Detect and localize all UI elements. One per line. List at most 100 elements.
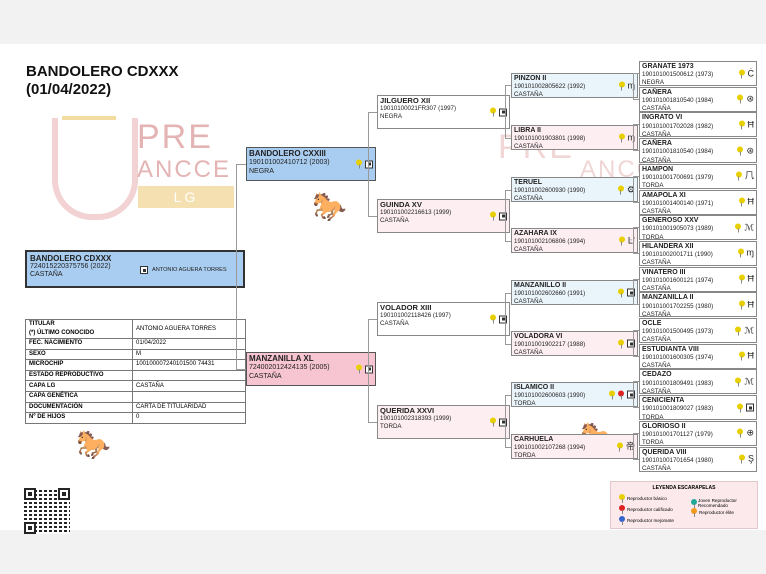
horse-name: CARHUELA <box>514 436 554 443</box>
connector-line <box>633 330 639 331</box>
brand-mark-icon: Ħ <box>747 119 755 130</box>
badge-icon <box>616 442 623 451</box>
horse-name: ISLAMICO II <box>514 384 555 391</box>
legend-title: LEYENDA ESCARAPELAS <box>652 485 716 491</box>
badge-icon <box>618 288 624 297</box>
horse-color: CASTAÑA <box>642 259 671 266</box>
legend: LEYENDA ESCARAPELAS Reproductor básico J… <box>610 481 758 529</box>
connector-line <box>368 112 369 216</box>
horse-name: MANZANILLO II <box>514 282 567 289</box>
horse-name: MANZANILLA II <box>642 294 694 302</box>
connector-line <box>633 278 634 305</box>
horse-color: CASTAÑA <box>642 285 671 292</box>
document-icon <box>627 288 635 297</box>
badge-icon <box>737 94 744 104</box>
horse-color: CASTAÑA <box>249 373 282 380</box>
brand-mark-icon: Ħ <box>747 299 755 310</box>
horse-id: 190101001702255 (1980) <box>642 302 714 310</box>
badge-icon <box>735 223 742 233</box>
connector-line <box>633 252 639 254</box>
horse-id: 190101001500612 (1973) <box>642 71 714 79</box>
brand-mark-icon: ⚙ <box>626 184 635 194</box>
young-badge-icon <box>691 498 698 508</box>
badge-icon <box>735 326 742 335</box>
connector-line <box>633 381 634 408</box>
connector-line <box>633 98 639 100</box>
badge-icon <box>737 248 744 258</box>
badge-icon <box>738 274 745 284</box>
connector-line <box>505 395 511 396</box>
connector-line <box>505 293 511 294</box>
info-key: TITULAR (*) ÚLTIMO CONOCIDO <box>25 319 133 339</box>
document-icon <box>365 160 373 168</box>
horse-id: 190101001903801 (1998) <box>514 135 586 143</box>
brand-mark-icon: Ħ <box>747 196 755 207</box>
connector-line <box>633 124 634 151</box>
horse-id: 190101002600603 (1990) <box>514 392 586 400</box>
horse-name: JILGUERO XII <box>380 96 431 105</box>
watermark-pre: PRE <box>137 118 213 156</box>
horse-color: TORDA <box>642 182 664 189</box>
horse-color: CASTAÑA <box>642 387 671 395</box>
info-key: FEC. NACIMIENTO <box>25 338 133 350</box>
horse-color: CASTAÑA <box>642 207 671 215</box>
horse-name: VOLADORA VI <box>514 333 563 340</box>
horse-name: HILANDERA XII <box>642 242 694 250</box>
brand-mark-icon: ℳ <box>744 222 754 233</box>
crown-watermark-icon <box>62 98 116 120</box>
badge-icon <box>618 133 625 142</box>
horse-name: CAÑERA <box>642 140 672 148</box>
info-key: ESTADO REPRODUCTIVO <box>25 369 133 382</box>
watermark-lg: LG <box>138 186 234 208</box>
legend-item: Reproductor básico <box>627 496 667 501</box>
connector-line <box>368 112 377 113</box>
horse-id: 724002012424135 (2005) <box>249 364 330 371</box>
horse-color: TORDA <box>514 452 536 459</box>
connector-line <box>236 164 237 370</box>
info-key: DOCUMENTACIÓN <box>25 401 133 414</box>
brand-mark-icon: ɱ <box>746 247 755 258</box>
connector-line <box>505 293 506 344</box>
horse-id: 190101002118426 (1997) <box>380 312 451 320</box>
info-row: CAPA GENÉTICA <box>25 390 246 403</box>
horse-name: TERUEL <box>514 179 542 186</box>
main-horse-name: BANDOLERO CDXXX <box>30 254 112 263</box>
horse-id: 190101002805622 (1992) <box>514 83 586 91</box>
connector-line <box>633 227 639 229</box>
horse-name: LIBRA II <box>514 127 541 134</box>
info-value: CARTA DE TITULARIDAD <box>132 401 246 414</box>
horse-color: CASTAÑA <box>642 464 671 472</box>
document-icon <box>499 315 507 323</box>
document-icon <box>499 212 507 220</box>
brand-mark-icon: Ħ <box>747 350 755 361</box>
connector-line <box>633 73 639 74</box>
horse-color: CASTAÑA <box>514 195 543 202</box>
brand-mark-icon: Ħ <box>747 273 755 284</box>
horse-name: BANDOLERO CXXIII <box>249 149 326 158</box>
legend-item: Reproductor calificado <box>627 507 673 512</box>
horse-color: CASTAÑA <box>642 362 671 369</box>
connector-line <box>633 355 639 357</box>
qr-code-icon <box>24 488 70 534</box>
horse-color: CASTAÑA <box>642 105 671 112</box>
horse-id: 19010100021FR307 (1997) <box>380 105 457 113</box>
horse-id: 190101002106806 (1994) <box>514 238 586 246</box>
